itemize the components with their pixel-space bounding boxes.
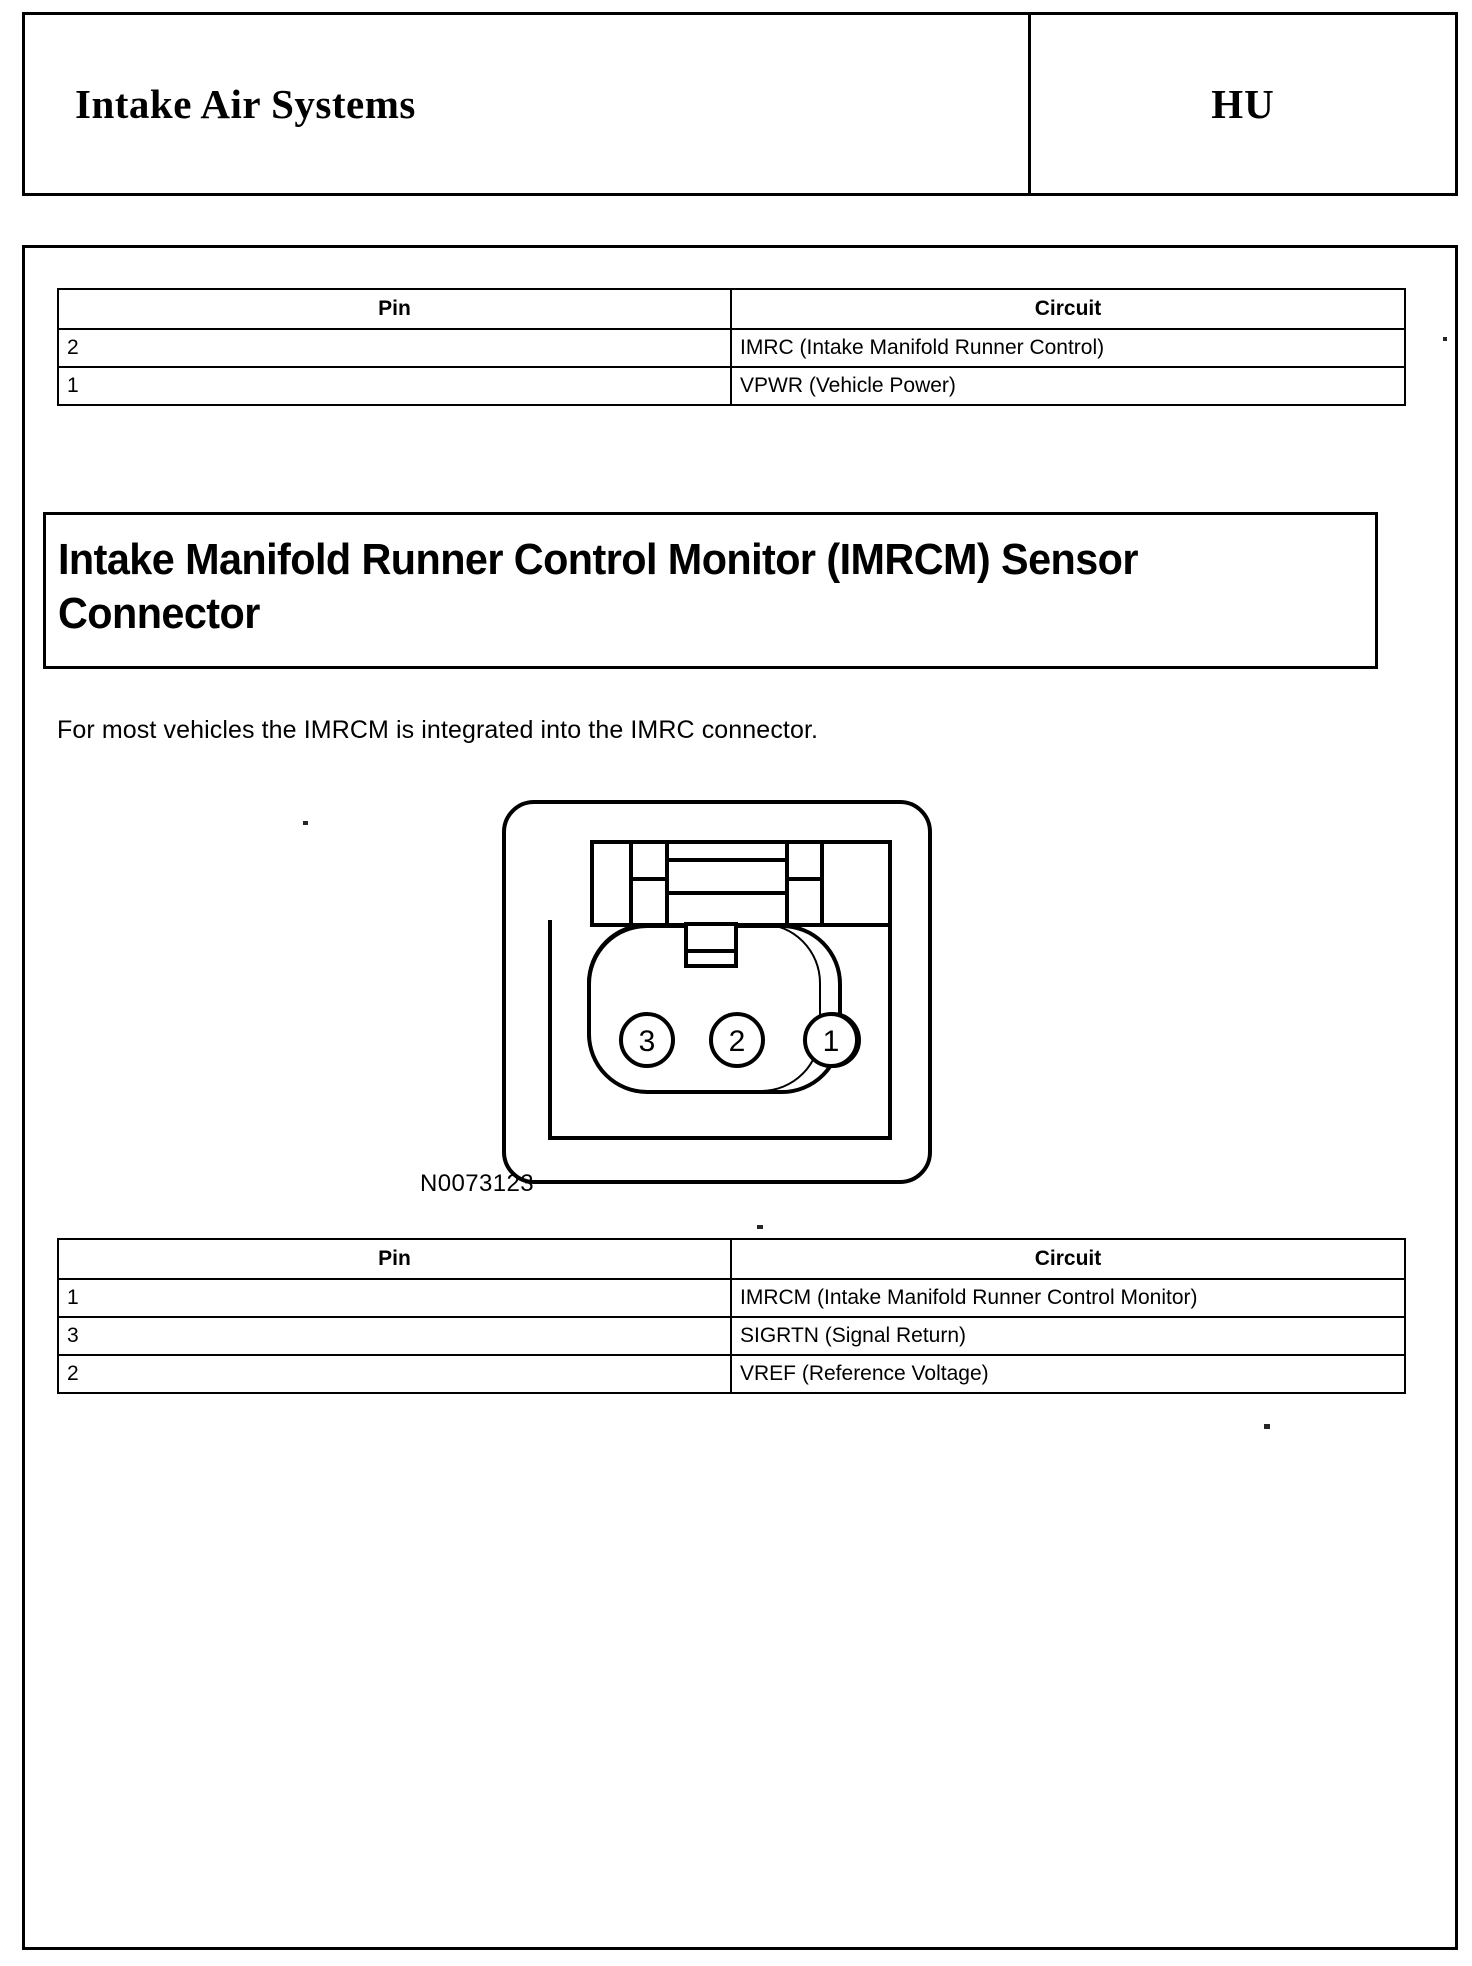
pin-label-2: 2 — [731, 1025, 748, 1058]
cell-pin: 2 — [57, 1354, 732, 1394]
imrcm-pin-table: Pin Circuit 1 IMRCM (Intake Manifold Run… — [57, 1238, 1406, 1394]
pin-circles-group: 3 2 1 — [621, 1012, 861, 1068]
connector-outer-housing — [502, 800, 932, 1184]
column-header-pin: Pin — [57, 288, 732, 330]
section-code: HU — [1211, 81, 1275, 127]
cell-pin: 2 — [57, 328, 732, 368]
table-row: 2 IMRC (Intake Manifold Runner Control) — [57, 328, 1406, 368]
column-header-pin: Pin — [57, 1238, 732, 1280]
table-header-row: Pin Circuit — [57, 288, 1406, 330]
connector-illustration-svg: 3 2 1 — [502, 800, 932, 1184]
table-row: 1 IMRCM (Intake Manifold Runner Control … — [57, 1278, 1406, 1318]
connector-latch-outer — [590, 840, 892, 927]
section-body-text: For most vehicles the IMRCM is integrate… — [57, 716, 819, 744]
page-header-code-cell: HU — [1031, 15, 1455, 193]
connector-keying-tab — [684, 923, 738, 967]
scan-speckle — [1264, 1424, 1270, 1429]
table-row: 3 SIGRTN (Signal Return) — [57, 1316, 1406, 1356]
latch-inner-top — [665, 840, 789, 862]
page-title: Intake Air Systems — [75, 81, 416, 127]
page-header-title-cell: Intake Air Systems — [25, 15, 1031, 193]
connector-inner-shroud — [548, 840, 892, 1140]
cell-circuit: SIGRTN (Signal Return) — [730, 1316, 1406, 1356]
section-heading-text: Intake Manifold Runner Control Monitor (… — [58, 535, 1138, 638]
section-heading-box: Intake Manifold Runner Control Monitor (… — [43, 512, 1378, 669]
column-header-circuit: Circuit — [730, 288, 1406, 330]
scan-speckle — [757, 1225, 763, 1229]
figure-part-number: N0073123 — [420, 1170, 534, 1197]
table-row: 2 VREF (Reference Voltage) — [57, 1354, 1406, 1394]
page-header: Intake Air Systems HU — [22, 12, 1458, 196]
cell-circuit: VPWR (Vehicle Power) — [730, 366, 1406, 406]
scan-speckle — [303, 821, 308, 825]
cell-pin: 1 — [57, 366, 732, 406]
cell-pin: 1 — [57, 1278, 732, 1318]
latch-inner-middle — [665, 858, 789, 895]
pin-label-1: 1 — [825, 1025, 842, 1058]
cell-circuit: IMRCM (Intake Manifold Runner Control Mo… — [730, 1278, 1406, 1318]
cell-pin: 3 — [57, 1316, 732, 1356]
content-frame — [22, 245, 1458, 1950]
scan-speckle — [1443, 337, 1447, 341]
column-header-circuit: Circuit — [730, 1238, 1406, 1280]
cell-circuit: VREF (Reference Voltage) — [730, 1354, 1406, 1394]
table-row: 1 VPWR (Vehicle Power) — [57, 366, 1406, 406]
connector-diagram: 3 2 1 — [497, 795, 937, 1195]
imrc-pin-table: Pin Circuit 2 IMRC (Intake Manifold Runn… — [57, 288, 1406, 406]
pin-label-3: 3 — [641, 1025, 658, 1058]
table-header-row: Pin Circuit — [57, 1238, 1406, 1280]
cell-circuit: IMRC (Intake Manifold Runner Control) — [730, 328, 1406, 368]
